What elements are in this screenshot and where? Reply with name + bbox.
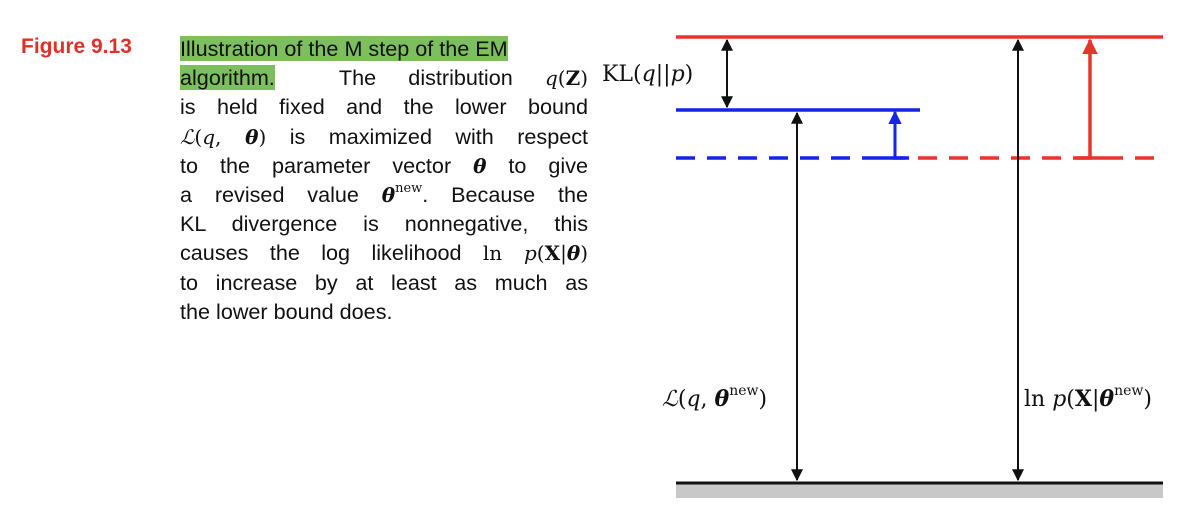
caption-line-6: a revised value θnew. Because the: [180, 180, 588, 209]
caption-line-7: KL divergence is nonnegative, this: [180, 211, 588, 237]
caption-text-2: The distribution: [338, 65, 513, 91]
caption-line-3: is held fixed and the lower bound: [180, 94, 588, 120]
figure-caption: Illustration of the M step of the EM alg…: [180, 34, 588, 326]
caption-highlight-2: algorithm.: [180, 65, 275, 91]
kl-label: KL(q||p): [602, 62, 694, 87]
figure-label: Figure 9.13: [21, 35, 132, 58]
caption-text-8: causes the log likelihood: [180, 240, 462, 266]
math-theta-new: θnew: [381, 180, 423, 207]
caption-text-6b: . Because the: [422, 181, 588, 207]
math-log-likelihood: ln p(X|θ): [482, 241, 589, 266]
caption-text-5a: to the parameter vector: [180, 152, 452, 178]
caption-line-10: the lower bound does.: [180, 298, 393, 324]
caption-line-5: to the parameter vector θ to give: [180, 151, 588, 180]
caption-text-6a: a revised value: [180, 181, 359, 207]
lower-bound-label: ℒ(q, θnew): [662, 383, 768, 412]
caption-line-4: ℒ(q, θ) is maximized with respect: [180, 122, 588, 151]
caption-highlight-1: Illustration of the M step of the EM: [180, 36, 508, 61]
caption-line-8: causes the log likelihood ln p(X|θ): [180, 238, 588, 267]
math-theta: θ: [473, 153, 487, 178]
caption-text-4: is maximized with respect: [289, 123, 589, 149]
caption-text-5b: to give: [508, 152, 589, 178]
caption-line-1: Illustration of the M step of the EM: [180, 34, 588, 63]
caption-line-2: algorithm. The distribution q(Z): [180, 63, 588, 92]
math-lower-bound: ℒ(q, θ): [180, 124, 267, 149]
log-likelihood-label: ln p(X|θnew): [1024, 383, 1152, 412]
caption-line-9: to increase by at least as much as: [180, 269, 588, 295]
math-q-of-z: q(Z): [544, 66, 589, 91]
baseline-bar: [676, 483, 1163, 498]
